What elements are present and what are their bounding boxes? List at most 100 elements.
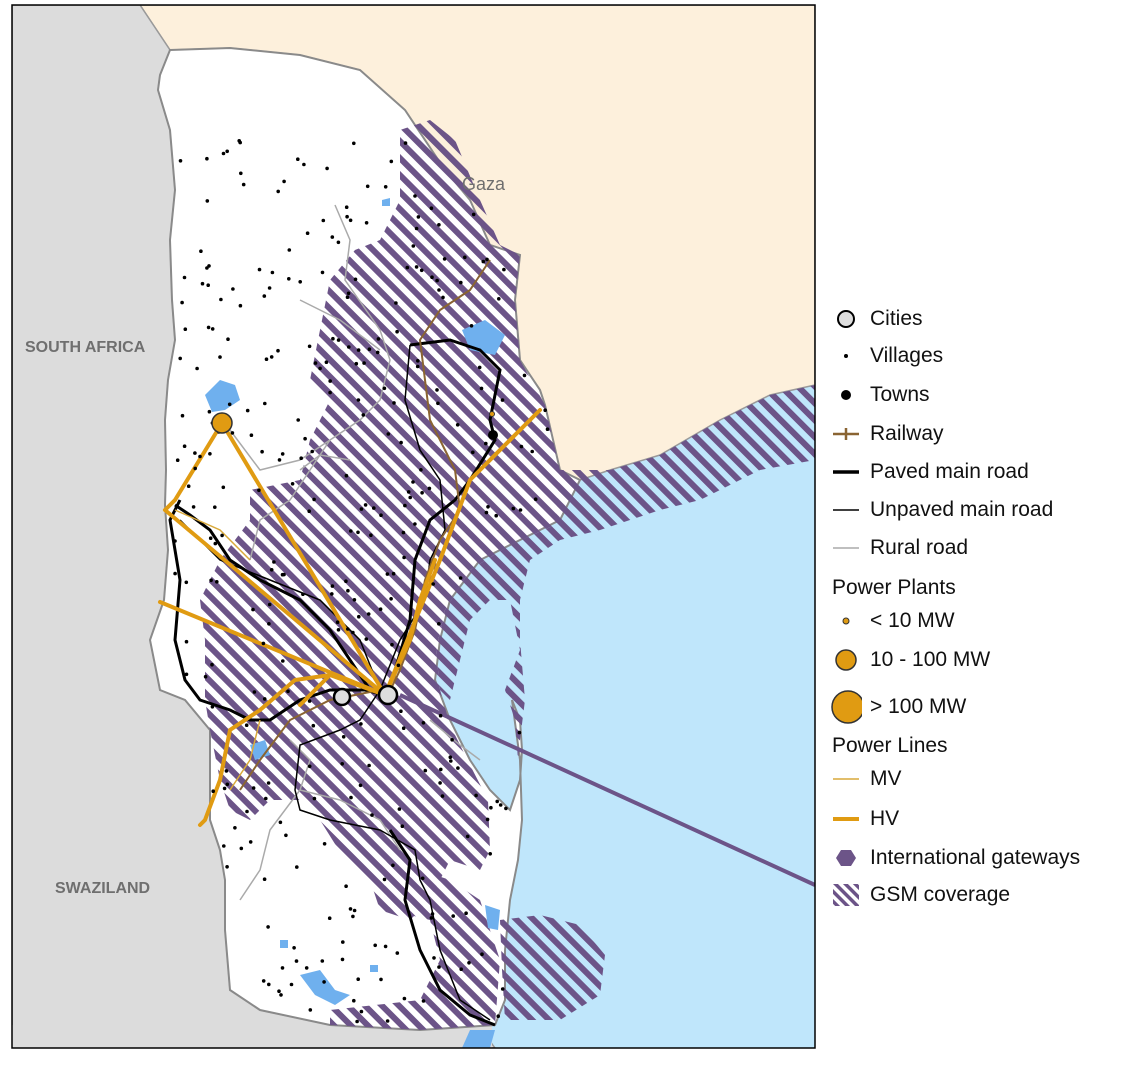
- village-marker: [496, 1014, 501, 1018]
- village-marker: [438, 713, 443, 718]
- village-marker: [330, 584, 335, 588]
- village-marker: [199, 249, 203, 253]
- village-marker: [390, 642, 394, 647]
- village-marker: [367, 763, 371, 768]
- village-marker: [184, 639, 189, 644]
- village-marker: [459, 967, 464, 971]
- village-marker: [488, 852, 493, 856]
- town-marker: [488, 430, 498, 440]
- village-marker: [245, 809, 249, 814]
- village-marker: [420, 876, 425, 881]
- village-marker: [307, 764, 312, 769]
- legend-hv: HV: [830, 804, 899, 834]
- village-marker: [351, 630, 355, 635]
- village-marker: [312, 796, 317, 801]
- village-marker: [318, 366, 322, 371]
- village-marker: [198, 454, 202, 459]
- legend-rural-road: Rural road: [830, 533, 968, 563]
- mv-power-lines: [174, 509, 261, 791]
- village-marker: [431, 582, 436, 586]
- village-marker: [270, 270, 275, 275]
- village-marker: [301, 592, 305, 596]
- village-marker: [449, 759, 453, 763]
- village-marker: [437, 622, 441, 626]
- village-marker: [465, 834, 470, 839]
- village-marker: [440, 794, 445, 798]
- village-marker: [298, 280, 303, 284]
- village-marker: [266, 925, 270, 929]
- village-marker: [367, 347, 372, 352]
- village-marker: [344, 473, 349, 478]
- village-marker: [245, 408, 250, 413]
- village-marker: [484, 441, 488, 446]
- village-marker: [489, 805, 493, 810]
- village-marker: [221, 151, 226, 156]
- village-marker: [222, 844, 226, 848]
- village-marker: [238, 303, 243, 308]
- village-marker: [346, 291, 351, 296]
- village-marker: [207, 409, 212, 414]
- village-marker: [395, 329, 399, 334]
- hexagon-icon: [830, 843, 862, 873]
- village-marker: [355, 1019, 359, 1024]
- village-marker: [230, 431, 235, 435]
- village-marker: [292, 946, 296, 950]
- village-marker: [414, 226, 419, 231]
- village-marker: [213, 505, 217, 510]
- village-marker: [178, 356, 182, 361]
- village-marker: [231, 287, 235, 291]
- village-marker: [210, 662, 214, 667]
- village-marker: [302, 162, 306, 167]
- village-marker: [363, 503, 368, 507]
- village-marker: [486, 505, 490, 509]
- village-marker: [251, 607, 255, 612]
- village-marker: [456, 766, 460, 770]
- village-marker: [264, 357, 269, 362]
- village-marker: [369, 533, 373, 537]
- label-south-africa: SOUTH AFRICA: [25, 339, 146, 356]
- village-marker: [359, 507, 364, 511]
- village-marker: [533, 497, 538, 502]
- village-marker: [222, 786, 227, 791]
- village-marker: [213, 541, 218, 546]
- village-marker: [178, 159, 183, 163]
- village-marker: [485, 257, 489, 262]
- legend-mv-label: MV: [870, 767, 902, 790]
- village-marker: [239, 171, 243, 176]
- village-marker: [421, 721, 426, 725]
- village-marker: [498, 803, 503, 807]
- village-marker: [419, 268, 424, 273]
- village-marker: [287, 248, 292, 252]
- legend-unpaved-road: Unpaved main road: [830, 495, 1053, 525]
- legend-unpaved-road-label: Unpaved main road: [870, 498, 1054, 521]
- village-marker: [376, 337, 381, 341]
- village-marker: [411, 244, 416, 248]
- legend-railway-label: Railway: [870, 422, 944, 445]
- village-marker: [321, 218, 326, 223]
- village-marker: [423, 768, 428, 773]
- village-marker: [331, 336, 335, 341]
- village-marker: [356, 398, 361, 402]
- village-marker: [518, 508, 523, 512]
- village-marker: [405, 265, 410, 270]
- village-marker: [267, 622, 271, 626]
- village-marker: [420, 491, 424, 495]
- legend-rural-road-label: Rural road: [870, 536, 969, 559]
- village-marker: [277, 458, 282, 462]
- hv-power-lines: [158, 408, 542, 827]
- village-marker: [436, 401, 440, 406]
- village-marker: [402, 555, 406, 560]
- village-marker: [303, 436, 307, 441]
- village-marker: [180, 413, 185, 418]
- village-marker: [267, 286, 272, 290]
- village-marker: [480, 952, 484, 956]
- village-marker: [389, 159, 394, 164]
- legend-power-lines-title: Power Lines: [832, 734, 948, 757]
- village-marker: [471, 450, 475, 455]
- legend-cities: Cities: [830, 304, 923, 334]
- village-marker: [307, 509, 312, 513]
- village-marker: [225, 865, 229, 869]
- village-marker: [175, 458, 180, 463]
- village-marker: [397, 807, 402, 811]
- village-marker: [500, 987, 505, 991]
